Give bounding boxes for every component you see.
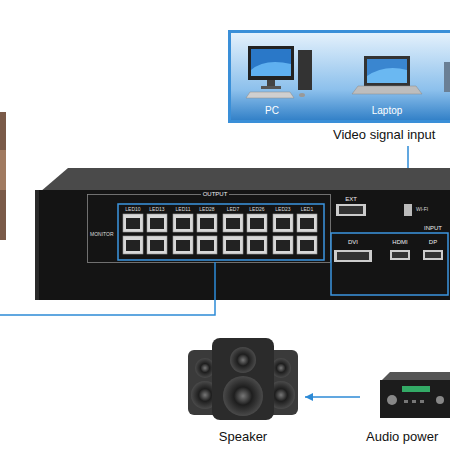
- port-number: LED23: [275, 207, 290, 212]
- led-screen-edge: [0, 112, 6, 240]
- port-label: EXT: [345, 196, 357, 202]
- signal-connector: [305, 396, 360, 398]
- amplifier-box: Audio power: [360, 370, 450, 445]
- port-label: INPUT: [424, 225, 442, 231]
- node-label: Laptop: [372, 106, 403, 116]
- input-panel-art: [230, 32, 450, 122]
- speaker-box: Speaker: [180, 336, 305, 445]
- node-label: Audio power: [366, 430, 438, 443]
- port-number: LED7: [227, 207, 240, 212]
- node-label: Speaker: [219, 430, 267, 443]
- laptop-icon: [352, 56, 422, 94]
- port-number: LED11: [176, 207, 191, 212]
- amplifier-art: [380, 372, 450, 418]
- pc-icon: [246, 46, 312, 98]
- port-label: WI-FI: [416, 207, 428, 212]
- port-label: DVI: [348, 239, 358, 245]
- port-number: LED13: [149, 207, 164, 212]
- signal-connector: [407, 146, 409, 168]
- port-number: LED1: [301, 207, 314, 212]
- node-label: Video signal input: [333, 128, 435, 141]
- speaker-art: [188, 338, 298, 420]
- led-controller: OUTPUT MONITOR EXT WI-FI INPUT DVI HDMI DP: [35, 168, 450, 300]
- input-panel: PC LaptopVideo signal input: [228, 30, 450, 146]
- node-label: PC: [265, 106, 279, 116]
- port-number: LED26: [249, 207, 264, 212]
- device-icon-edge: [444, 62, 450, 92]
- port-number: LED28: [199, 207, 214, 212]
- laptop-box: Laptop: [350, 38, 430, 118]
- port-number: LED10: [125, 207, 140, 212]
- port-label: OUTPUT: [201, 191, 230, 197]
- port-label: DP: [429, 239, 437, 245]
- port-label: HDMI: [392, 239, 407, 245]
- led-controller-art: [35, 168, 450, 300]
- port-label: MONITOR: [90, 232, 114, 237]
- pc-box: PC: [238, 38, 308, 118]
- output-wire: [0, 262, 215, 315]
